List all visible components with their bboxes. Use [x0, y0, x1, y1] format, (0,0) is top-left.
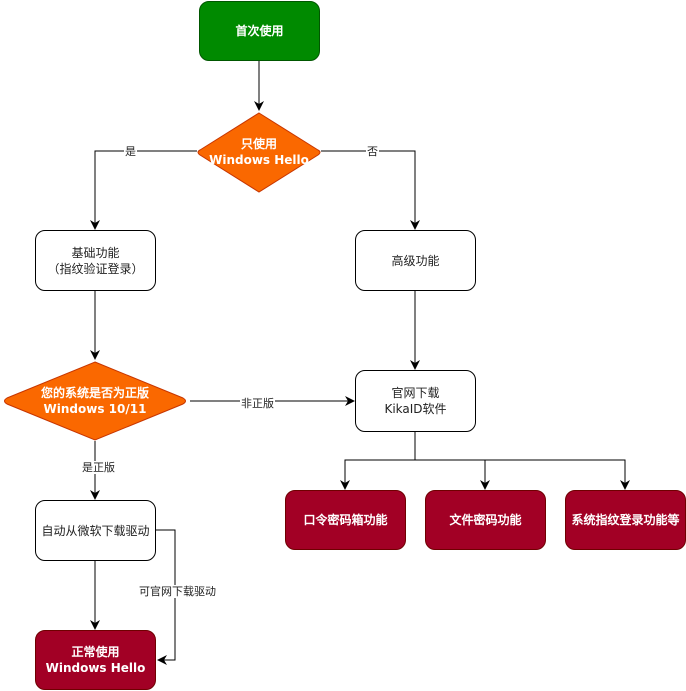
edge-download-branch-mid [415, 459, 490, 490]
edge-label-is-genuine: 是正版 [81, 461, 116, 474]
basic-feature-node: 基础功能 （指纹验证登录） [35, 230, 156, 291]
start-node: 首次使用 [199, 1, 320, 61]
download-kikaid-node: 官网下载 KikaID软件 [355, 370, 476, 432]
decision-genuine-label: 您的系统是否为正版 Windows 10/11 [40, 386, 149, 416]
edge-label-yes: 是 [124, 145, 137, 158]
decision-hello-label: 只使用 Windows Hello [209, 137, 309, 167]
normal-use-node: 正常使用 Windows Hello [35, 630, 156, 690]
edge-no [321, 150, 420, 230]
edge-download-branch-right [415, 459, 630, 490]
advanced-feature-node: 高级功能 [355, 230, 476, 291]
system-login-node: 系统指纹登录功能等 [565, 490, 686, 550]
auto-driver-node: 自动从微软下载驱动 [35, 500, 156, 561]
password-vault-node: 口令密码箱功能 [285, 490, 406, 550]
edge-yes [90, 150, 197, 230]
decision-hello-shape [197, 112, 321, 193]
edge-label-no: 否 [366, 145, 379, 158]
edge-download-branch [340, 432, 416, 490]
decision-genuine-shape [4, 361, 186, 441]
edge-label-not-genuine: 非正版 [240, 397, 275, 410]
file-password-node: 文件密码功能 [425, 490, 546, 550]
edge-label-official-driver: 可官网下载驱动 [138, 585, 217, 598]
